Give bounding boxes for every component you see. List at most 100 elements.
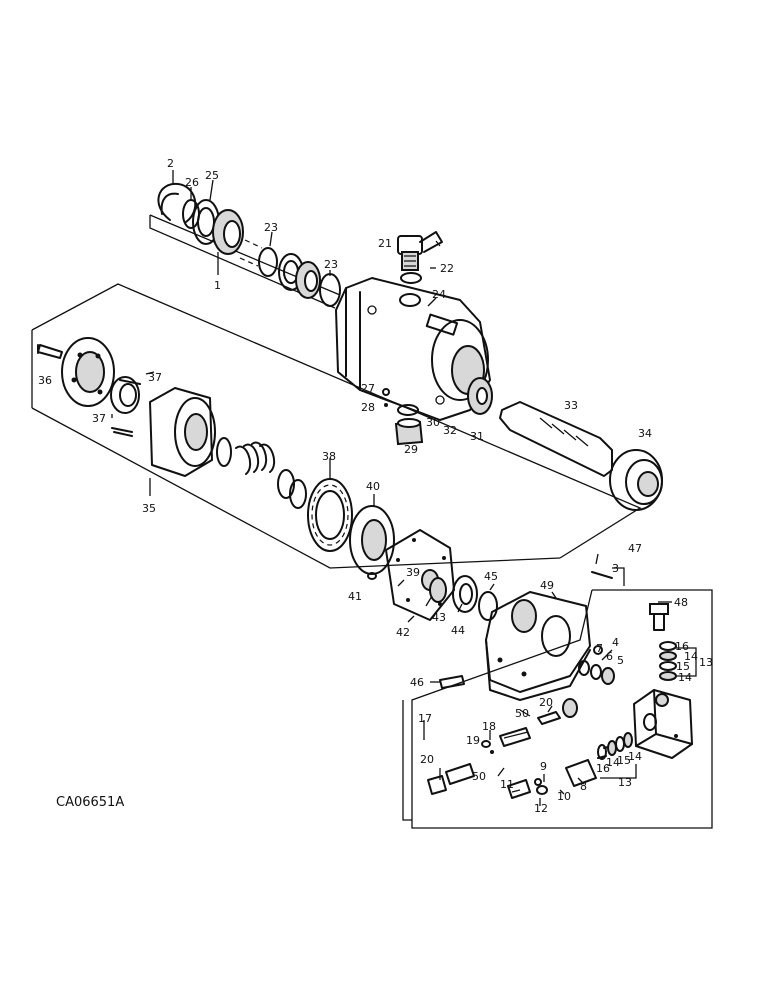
callout-14: 14: [628, 750, 642, 763]
callout-34: 34: [638, 427, 652, 440]
callout-10: 10: [557, 790, 571, 803]
callout-3: 3: [612, 562, 619, 575]
callout-24: 24: [432, 288, 446, 301]
valve-body: [633, 689, 693, 759]
seal-stack: [278, 253, 341, 307]
leader-lines: [111, 170, 697, 806]
callout-26: 26: [185, 176, 199, 189]
callout-47: 47: [628, 542, 642, 555]
callout-41: 41: [348, 590, 362, 603]
callout-20: 20: [539, 696, 553, 709]
callout-17: 17: [418, 712, 432, 725]
part-21-elbow-fitting: [397, 231, 443, 271]
callout-39: 39: [406, 566, 420, 579]
callout-35: 35: [142, 502, 156, 515]
callout-50: 50: [472, 770, 486, 783]
callout-14: 14: [684, 650, 698, 663]
part-37-bushing: [110, 376, 141, 437]
lower-seal-stack: [597, 732, 633, 760]
port-plate: [61, 337, 115, 407]
part-31-gear: [467, 377, 493, 415]
spring-stack: [216, 437, 307, 509]
part-43-gear: [429, 577, 447, 603]
callout-37: 37: [92, 412, 106, 425]
part-44-bearing: [452, 575, 478, 613]
rotating-group-outline: [31, 283, 642, 569]
callout-27: 27: [361, 382, 375, 395]
callout-9: 9: [540, 760, 547, 773]
callout-49: 49: [540, 579, 554, 592]
callout-19: 19: [466, 734, 480, 747]
callout-37: 37: [148, 371, 162, 384]
part-45-ring: [478, 591, 498, 621]
callout-42: 42: [396, 626, 410, 639]
part-23-oring: [239, 239, 278, 277]
callout-48: 48: [674, 596, 688, 609]
callout-23: 23: [324, 258, 338, 271]
callout-23: 23: [264, 221, 278, 234]
callout-7: 7: [596, 642, 603, 655]
callout-16: 16: [596, 762, 610, 775]
callout-20: 20: [420, 753, 434, 766]
callout-31: 31: [470, 430, 484, 443]
callout-1: 1: [214, 279, 221, 292]
callout-38: 38: [322, 450, 336, 463]
cylinder-block: [149, 387, 216, 477]
callout-13: 13: [618, 776, 632, 789]
part-50-valve-spool: [481, 698, 578, 754]
callout-labels: 2 26 25 23 23 1 21 22 24 36 37 37 27 28 …: [38, 157, 713, 815]
part-24-housing: [335, 277, 491, 421]
callout-8: 8: [580, 780, 587, 793]
callout-12: 12: [534, 802, 548, 815]
part-42-valve-plate: [385, 529, 455, 621]
callout-29: 29: [404, 443, 418, 456]
callout-28: 28: [361, 401, 375, 414]
callout-15: 15: [676, 660, 690, 673]
part-41-pin: [367, 572, 377, 580]
callout-11: 11: [500, 778, 514, 791]
figure-code: CA06651A: [56, 795, 124, 810]
part-33-shaft: [499, 401, 613, 477]
callout-5: 5: [617, 654, 624, 667]
callout-15: 15: [617, 754, 631, 767]
callout-25: 25: [205, 169, 219, 182]
part-30-oring: [397, 404, 419, 416]
callout-4: 4: [612, 636, 619, 649]
callout-13: 13: [699, 656, 713, 669]
callout-36: 36: [38, 374, 52, 387]
part-4-to-7-fittings: [578, 645, 615, 685]
callout-43: 43: [432, 611, 446, 624]
part-34-pulley: [609, 449, 663, 511]
callout-21: 21: [378, 237, 392, 250]
callout-40: 40: [366, 480, 380, 493]
callout-14: 14: [606, 756, 620, 769]
part-48-plug: [649, 603, 669, 631]
callout-50: 50: [515, 707, 529, 720]
callout-16: 16: [675, 640, 689, 653]
part-36-bolt: [37, 344, 63, 359]
part-26-ring: [182, 199, 200, 229]
relief-valve-box: [402, 589, 713, 829]
callout-46: 46: [410, 676, 424, 689]
callout-2: 2: [167, 157, 174, 170]
part-23-seal: [212, 209, 244, 255]
part-2-snap-ring: [157, 182, 197, 223]
part-38-bearing: [307, 478, 353, 552]
callout-33: 33: [564, 399, 578, 412]
callout-22: 22: [440, 262, 454, 275]
callout-45: 45: [484, 570, 498, 583]
part-49-end-cover: [485, 591, 591, 701]
callout-14: 14: [678, 671, 692, 684]
callout-6: 6: [606, 650, 613, 663]
callout-32: 32: [443, 424, 457, 437]
part-22-oring: [400, 272, 422, 284]
part-47-pin: [591, 571, 613, 579]
part-29-plug: [394, 418, 424, 446]
upper-seal-stack: [659, 641, 677, 681]
callout-44: 44: [451, 624, 465, 637]
part-46-key: [439, 675, 465, 689]
part-27-28-plug: [382, 388, 390, 407]
callout-30: 30: [426, 416, 440, 429]
callout-18: 18: [482, 720, 496, 733]
